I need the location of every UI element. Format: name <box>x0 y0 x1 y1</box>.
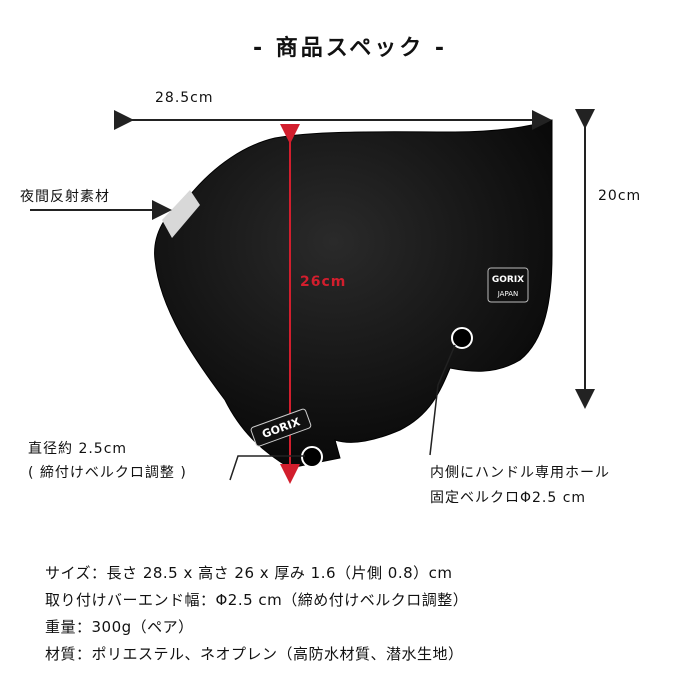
length-label: 26cm <box>300 274 347 290</box>
width-label: 28.5cm <box>155 90 214 106</box>
reflector-label: 夜間反射素材 <box>20 189 110 205</box>
inner-hole-label-line2: 固定ベルクロΦ2.5 cm <box>430 490 587 506</box>
diameter-label-line1: 直径約 2.5cm <box>28 441 128 457</box>
diameter-callout-line <box>229 455 305 481</box>
inner-hole-callout-line <box>429 344 456 456</box>
page-title: - 商品スペック - <box>252 36 448 61</box>
brand-badge-right: GORIX JAPAN <box>487 267 529 303</box>
inner-hole-label-line1: 内側にハンドル専用ホール <box>430 465 610 481</box>
spec-size: サイズ：長さ 28.5 x 高さ 26 x 厚み 1.6（片側 0.8）cm <box>45 564 453 582</box>
brand-badge-right-text: GORIX <box>492 275 524 285</box>
bar-end-hole <box>301 446 323 468</box>
spec-list: サイズ：長さ 28.5 x 高さ 26 x 厚み 1.6（片側 0.8）cm 取… <box>45 560 468 668</box>
spec-weight: 重量：300g（ペア） <box>45 618 194 636</box>
reflector-strip <box>162 190 200 238</box>
diameter-label-line2: ( 締付けベルクロ調整 ) <box>28 465 187 481</box>
handle-hole <box>451 327 473 349</box>
handlebar-cover <box>154 119 553 469</box>
spec-material: 材質：ポリエステル、ネオプレン（高防水材質、潜水生地） <box>45 645 464 663</box>
brand-badge-right-sub: JAPAN <box>497 290 519 298</box>
spec-mount-width: 取り付けバーエンド幅：Φ2.5 cm（締め付けベルクロ調整） <box>45 591 469 609</box>
height-label: 20cm <box>598 188 642 204</box>
